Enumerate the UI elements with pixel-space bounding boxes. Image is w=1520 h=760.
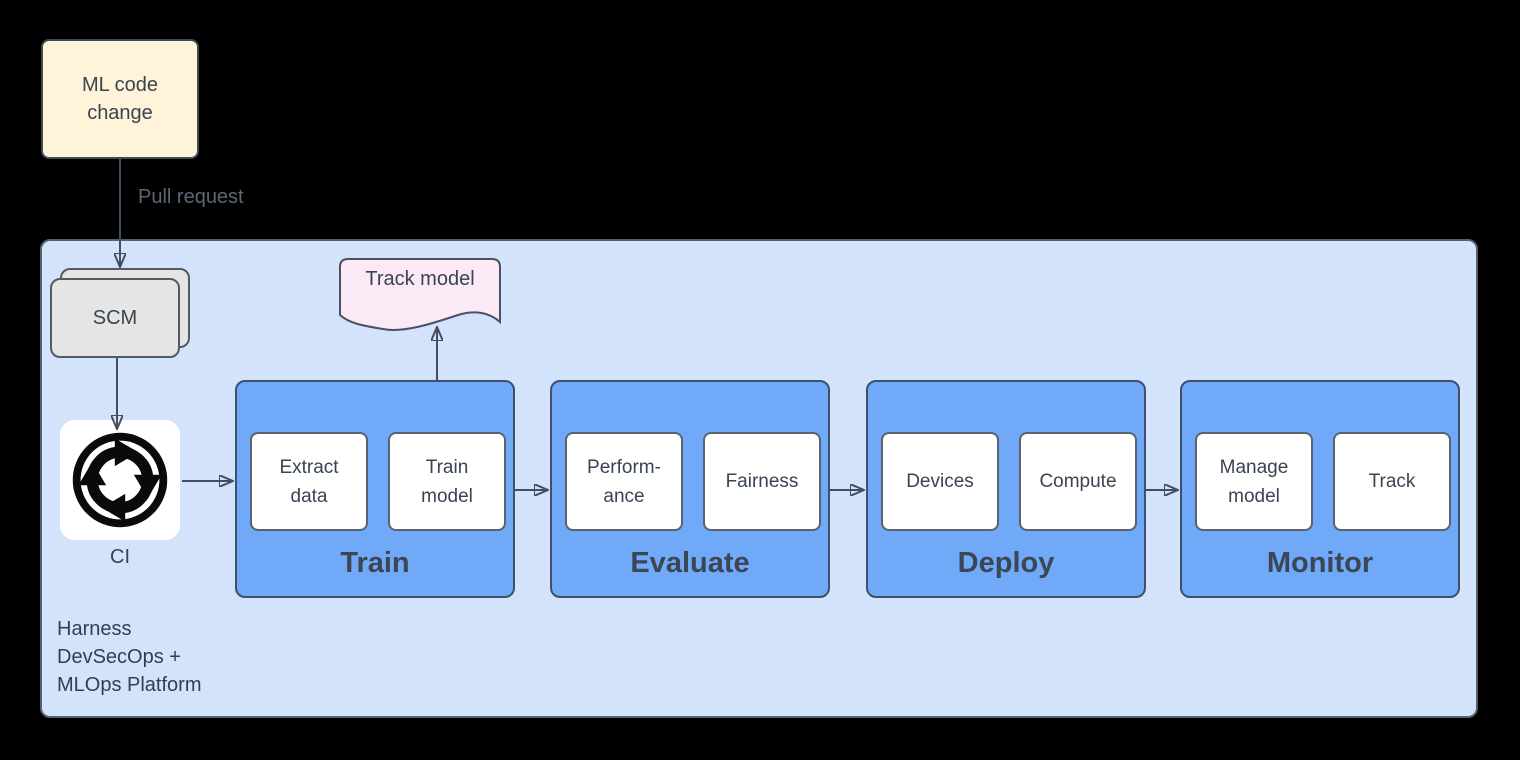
step-compute-label: Compute xyxy=(1039,471,1117,492)
track-model-document xyxy=(339,258,501,331)
scm-label: SCM xyxy=(92,306,138,329)
ml-code-change-label: ML code change xyxy=(82,74,158,124)
stage-monitor: Manage model Track Monitor xyxy=(1180,380,1460,598)
node-ml-code-change: ML code change xyxy=(41,39,199,159)
step-track: Track xyxy=(1333,432,1451,531)
step-performance: Perform-ance xyxy=(565,432,683,531)
step-train-model-label: Train model xyxy=(421,456,473,507)
step-extract-data: Extract data xyxy=(250,432,368,531)
track-model-label: Track model xyxy=(365,268,475,290)
platform-label: Harness DevSecOps + MLOps Platform xyxy=(57,615,277,699)
platform-label-line-2: DevSecOps + xyxy=(57,646,181,668)
step-performance-label: Perform-ance xyxy=(587,456,661,507)
stage-train-label: Train xyxy=(340,547,410,579)
stage-evaluate-label: Evaluate xyxy=(630,547,750,579)
ci-label: CI xyxy=(110,546,130,568)
stage-monitor-label: Monitor xyxy=(1266,547,1374,579)
stage-deploy-label: Deploy xyxy=(957,547,1055,579)
step-compute: Compute xyxy=(1019,432,1137,531)
stage-train: Extract data Train model Train xyxy=(235,380,515,598)
node-scm: SCM xyxy=(50,278,180,358)
platform-label-line-3: MLOps Platform xyxy=(57,674,202,696)
stage-deploy: Devices Compute Deploy xyxy=(866,380,1146,598)
step-fairness-label: Fairness xyxy=(725,471,799,492)
step-manage-model: Manage model xyxy=(1195,432,1313,531)
step-train-model: Train model xyxy=(388,432,506,531)
step-devices: Devices xyxy=(881,432,999,531)
step-track-label: Track xyxy=(1368,471,1416,492)
stage-evaluate: Perform-ance Fairness Evaluate xyxy=(550,380,830,598)
node-ci xyxy=(60,420,180,540)
step-devices-label: Devices xyxy=(906,471,974,492)
step-extract-data-label: Extract data xyxy=(279,456,339,507)
platform-label-line-1: Harness xyxy=(57,618,132,640)
step-fairness: Fairness xyxy=(703,432,821,531)
edge-label-pull-request: Pull request xyxy=(138,186,244,208)
step-manage-model-label: Manage model xyxy=(1219,456,1289,507)
ci-cycle-icon xyxy=(72,432,172,528)
